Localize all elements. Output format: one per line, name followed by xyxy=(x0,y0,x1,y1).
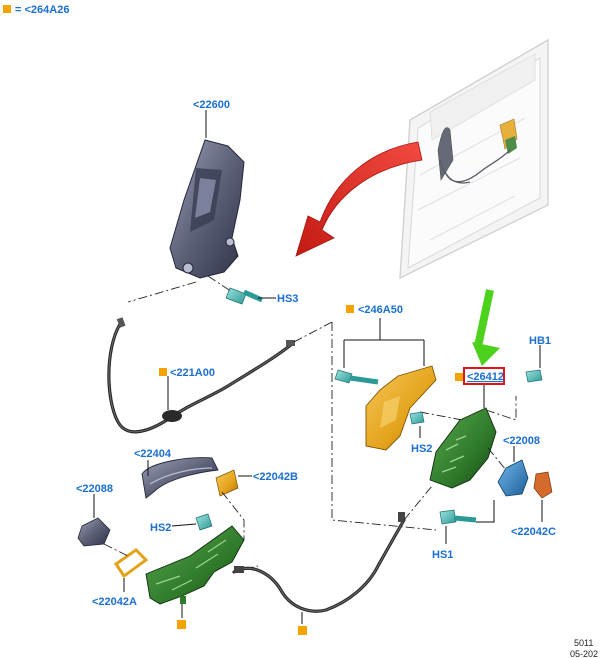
marker-lower-left xyxy=(177,620,186,629)
door-handle-housing xyxy=(169,139,245,279)
door-latch-assembly xyxy=(429,407,497,489)
label-22600: <22600 xyxy=(193,99,230,111)
red-direction-arrow xyxy=(295,141,423,257)
label-221A00: <221A00 xyxy=(170,367,215,379)
marker-lower-center xyxy=(298,626,307,635)
footer-date: 05-202 xyxy=(570,649,598,658)
gold-gasket-22042A xyxy=(113,548,149,579)
blue-actuator xyxy=(497,459,529,497)
door-illustration xyxy=(399,38,549,280)
legend: = <264A26 xyxy=(3,4,69,16)
bolt-hb1 xyxy=(525,369,543,383)
label-hs1: HS1 xyxy=(432,549,453,561)
label-hs2-right: HS2 xyxy=(411,443,432,455)
highlight-26412 xyxy=(463,367,505,385)
label-22042B: <22042B xyxy=(253,471,298,483)
lower-cable xyxy=(232,512,406,613)
handle-frame-assembly xyxy=(145,525,245,605)
marker-221A00 xyxy=(159,368,167,376)
label-22008: <22008 xyxy=(503,435,540,447)
marker-26412 xyxy=(455,373,463,381)
end-cap-22088 xyxy=(77,517,111,547)
label-22088: <22088 xyxy=(76,483,113,495)
label-hs3: HS3 xyxy=(277,293,298,305)
label-22404: <22404 xyxy=(134,448,172,460)
legend-marker xyxy=(3,5,11,13)
gold-bracket xyxy=(365,365,437,451)
label-22042A: <22042A xyxy=(92,596,137,608)
outer-handle-grip xyxy=(141,457,219,499)
bolt-hs2-left xyxy=(195,513,213,531)
footer-code: 5011 xyxy=(574,638,593,648)
legend-text: = <264A26 xyxy=(15,4,69,16)
label-hs2-left: HS2 xyxy=(150,522,171,534)
upper-cable xyxy=(107,317,295,434)
label-22042C: <22042C xyxy=(511,526,556,538)
bolt-hs2-right xyxy=(409,411,425,425)
label-hb1: HB1 xyxy=(529,335,551,347)
marker-246A50 xyxy=(346,305,354,313)
gold-clip-22042B xyxy=(215,469,239,497)
label-246A50: <246A50 xyxy=(358,304,403,316)
label-26412: <26412 xyxy=(467,371,504,383)
orange-clip-22042C xyxy=(533,471,553,499)
bolt-hs3 xyxy=(225,287,264,305)
green-indicator-arrow xyxy=(472,289,500,366)
bolt-hs1 xyxy=(439,509,477,525)
bolt-upper xyxy=(334,369,379,385)
